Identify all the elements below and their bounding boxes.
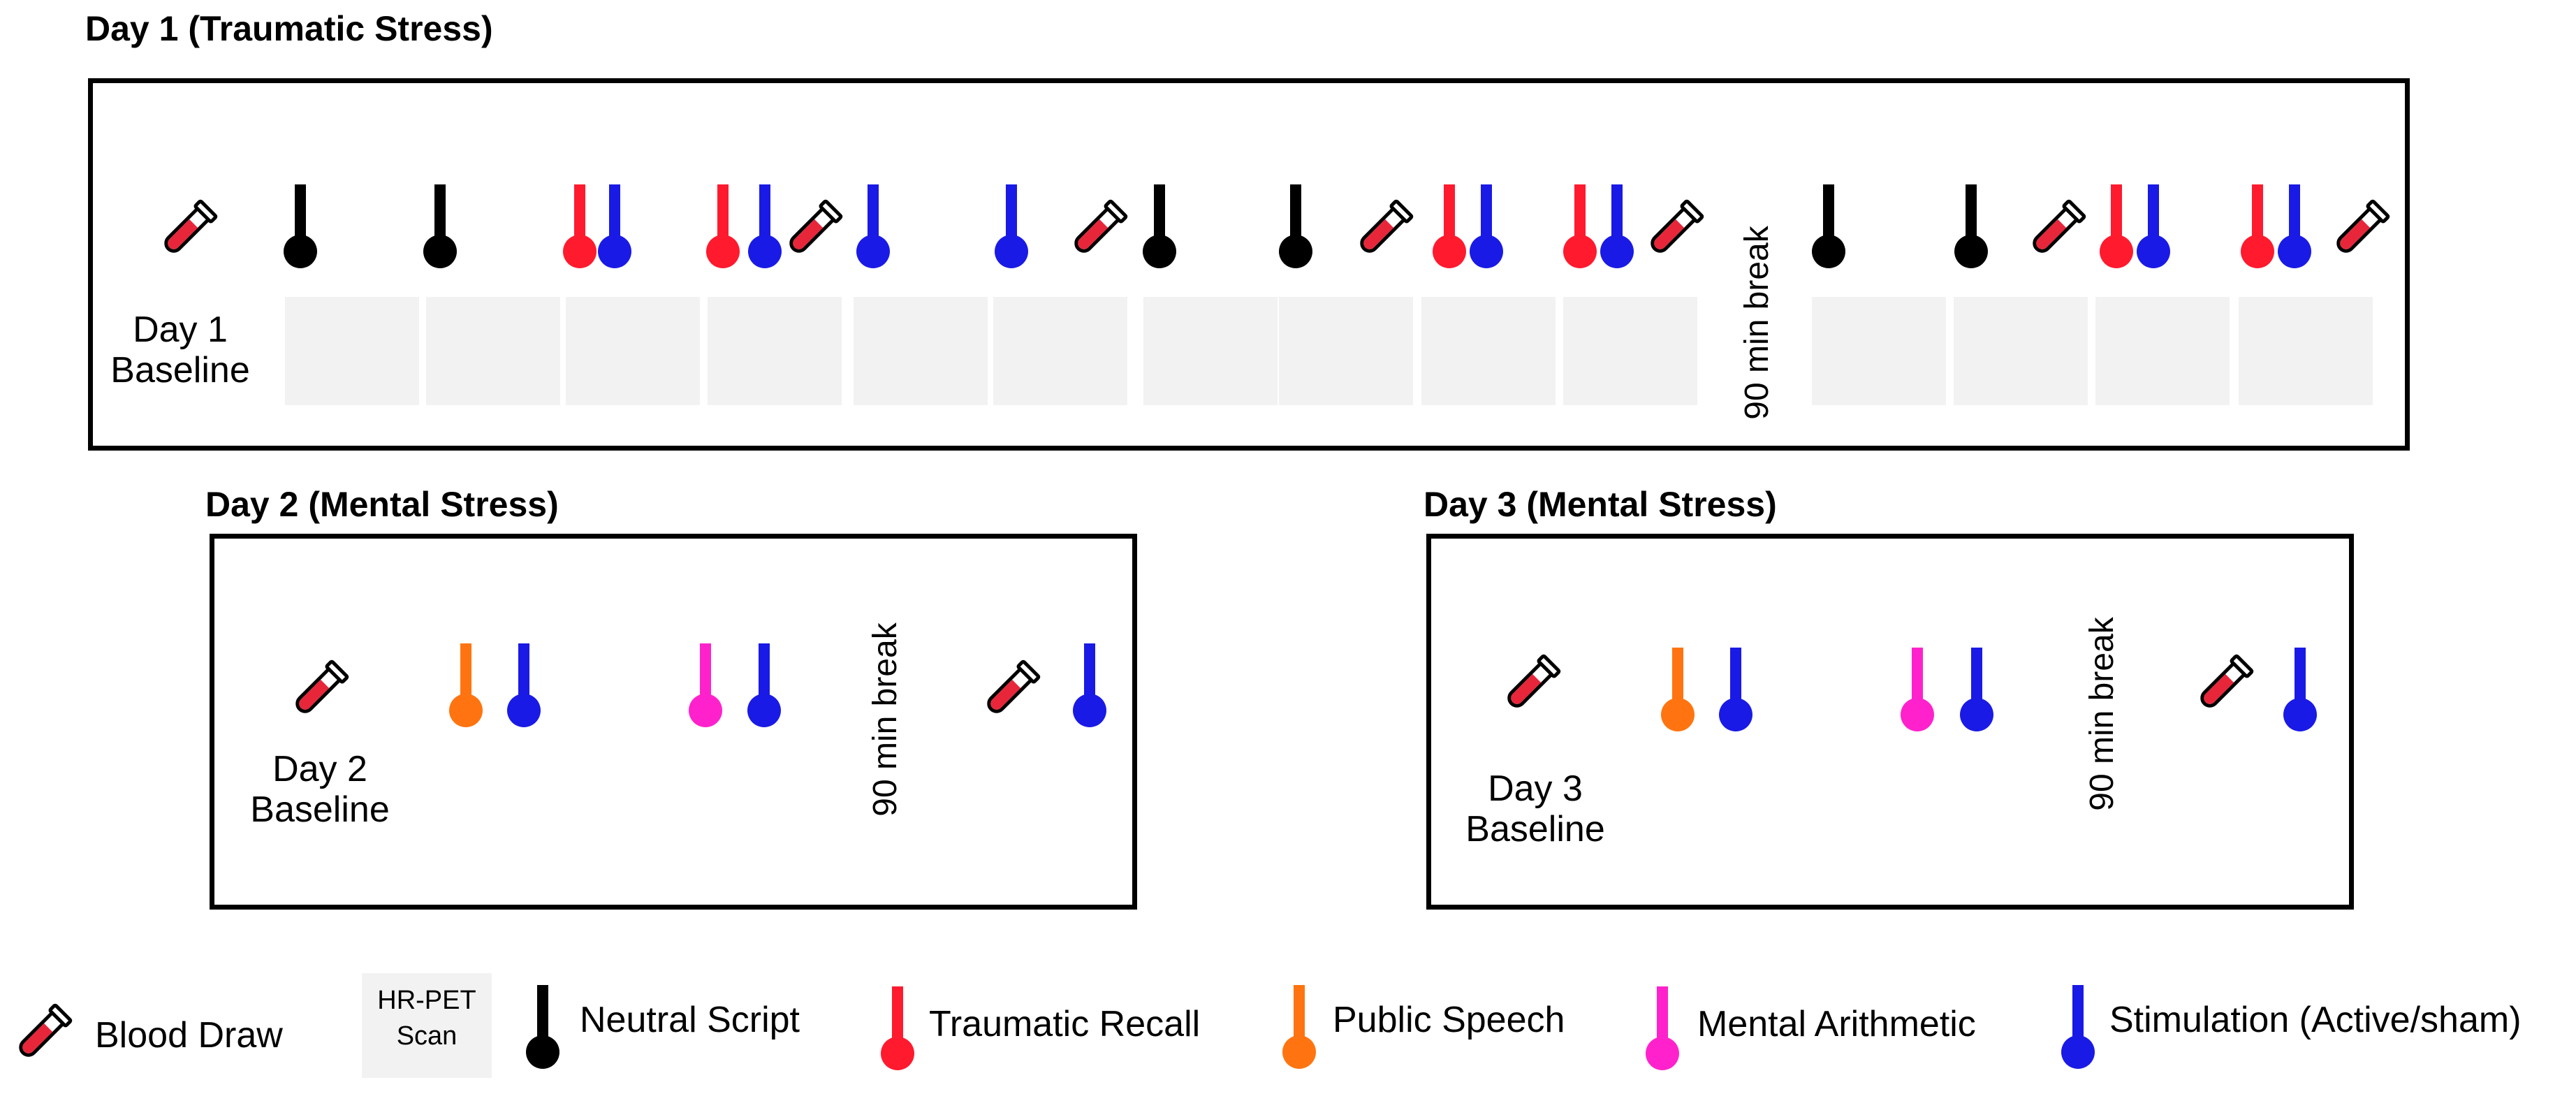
legend-blood-draw-label: Blood Draw: [95, 1015, 283, 1056]
neutral-script-icon: [1279, 184, 1312, 268]
day3-title: Day 3 (Mental Stress): [1424, 485, 1777, 524]
blood-draw-icon: [2336, 199, 2390, 253]
stimulation-icon: [2137, 184, 2170, 268]
public-speech-icon: [449, 643, 483, 727]
day1-box: [88, 78, 2410, 451]
hr-pet-scan-block: [1421, 297, 1556, 405]
neutral-script-icon: [284, 184, 317, 268]
blood-draw-icon: [1651, 199, 1704, 253]
stimulation-icon: [1470, 184, 1503, 268]
day3-baseline-line2: Baseline: [1465, 809, 1605, 850]
blood-draw-icon: [295, 659, 349, 713]
stimulation-icon: [1600, 184, 1634, 268]
hr-pet-scan-block: [285, 297, 419, 405]
hr-pet-scan-block: [566, 297, 700, 405]
hr-pet-scan-block: [1954, 297, 2088, 405]
traumatic-recall-icon: [1563, 184, 1597, 268]
day3-break-label: 90 min break: [2084, 617, 2121, 811]
stimulation-icon: [1719, 648, 1752, 731]
blood-draw-icon: [2033, 199, 2086, 253]
stimulation-icon: [995, 184, 1028, 268]
blood-draw-icon: [19, 1003, 73, 1057]
blood-draw-icon: [789, 199, 843, 253]
legend-traumatic-label: Traumatic Recall: [929, 1004, 1201, 1044]
stimulation-icon: [747, 643, 781, 727]
day3-baseline-label: Day 3 Baseline: [1451, 768, 1619, 849]
mental-arithmetic-icon: [1646, 986, 1679, 1070]
stimulation-icon: [2061, 985, 2095, 1069]
hr-pet-scan-block: [854, 297, 988, 405]
hr-pet-scan-block: [1143, 297, 1278, 405]
blood-draw-icon: [2200, 654, 2254, 708]
stimulation-icon: [2278, 184, 2311, 268]
stimulation-icon: [2283, 648, 2317, 731]
day2-baseline-line2: Baseline: [250, 789, 390, 831]
day3-box: [1426, 534, 2354, 910]
hr-pet-scan-block: [2095, 297, 2230, 405]
legend-arithmetic-label: Mental Arithmetic: [1697, 1004, 1976, 1044]
stimulation-icon: [748, 184, 782, 268]
legend-stimulation-label: Stimulation (Active/sham): [2109, 1000, 2522, 1040]
stimulation-icon: [507, 643, 541, 727]
mental-arithmetic-icon: [1901, 648, 1934, 731]
day2-title: Day 2 (Mental Stress): [205, 485, 559, 524]
blood-draw-icon: [164, 199, 218, 253]
neutral-script-icon: [526, 985, 559, 1069]
mental-arithmetic-icon: [689, 643, 722, 727]
stimulation-icon: [856, 184, 890, 268]
traumatic-recall-icon: [881, 986, 914, 1070]
blood-draw-icon: [1074, 199, 1128, 253]
hr-pet-scan-block: [1563, 297, 1697, 405]
day3-baseline-line1: Day 3: [1488, 768, 1583, 809]
day1-title: Day 1 (Traumatic Stress): [85, 9, 493, 48]
day1-baseline-label: Day 1 Baseline: [96, 309, 264, 391]
neutral-script-icon: [423, 184, 457, 268]
hr-pet-scan-block: [1279, 297, 1413, 405]
blood-draw-icon: [1360, 199, 1414, 253]
day1-baseline-line1: Day 1: [133, 309, 228, 350]
stimulation-icon: [1960, 648, 1993, 731]
hr-pet-scan-block: [2239, 297, 2373, 405]
legend-neutral-label: Neutral Script: [580, 1000, 800, 1040]
traumatic-recall-icon: [563, 184, 597, 268]
day2-break-label: 90 min break: [867, 622, 904, 817]
traumatic-recall-icon: [706, 184, 740, 268]
hr-pet-scan-block: [993, 297, 1127, 405]
blood-draw-icon: [987, 659, 1041, 713]
traumatic-recall-icon: [2100, 184, 2133, 268]
hr-pet-scan-block: [426, 297, 560, 405]
day2-baseline-line1: Day 2: [272, 749, 367, 789]
public-speech-icon: [1282, 985, 1316, 1069]
traumatic-recall-icon: [1433, 184, 1466, 268]
day1-break-label: 90 min break: [1739, 226, 1776, 420]
stimulation-icon: [598, 184, 631, 268]
legend-scan-line2: Scan: [396, 1021, 458, 1051]
legend-scan-block: HR-PET Scan: [362, 973, 492, 1078]
traumatic-recall-icon: [2241, 184, 2274, 268]
blood-draw-icon: [1507, 654, 1561, 708]
hr-pet-scan-block: [1812, 297, 1946, 405]
neutral-script-icon: [1954, 184, 1988, 268]
legend-scan-line1: HR-PET: [377, 986, 476, 1015]
stimulation-icon: [1073, 643, 1106, 727]
public-speech-icon: [1661, 648, 1695, 731]
day1-baseline-line2: Baseline: [110, 350, 250, 391]
neutral-script-icon: [1143, 184, 1176, 268]
legend-speech-label: Public Speech: [1333, 1000, 1565, 1040]
neutral-script-icon: [1812, 184, 1845, 268]
day2-box: [210, 534, 1137, 910]
day2-baseline-label: Day 2 Baseline: [236, 749, 404, 830]
hr-pet-scan-block: [708, 297, 842, 405]
